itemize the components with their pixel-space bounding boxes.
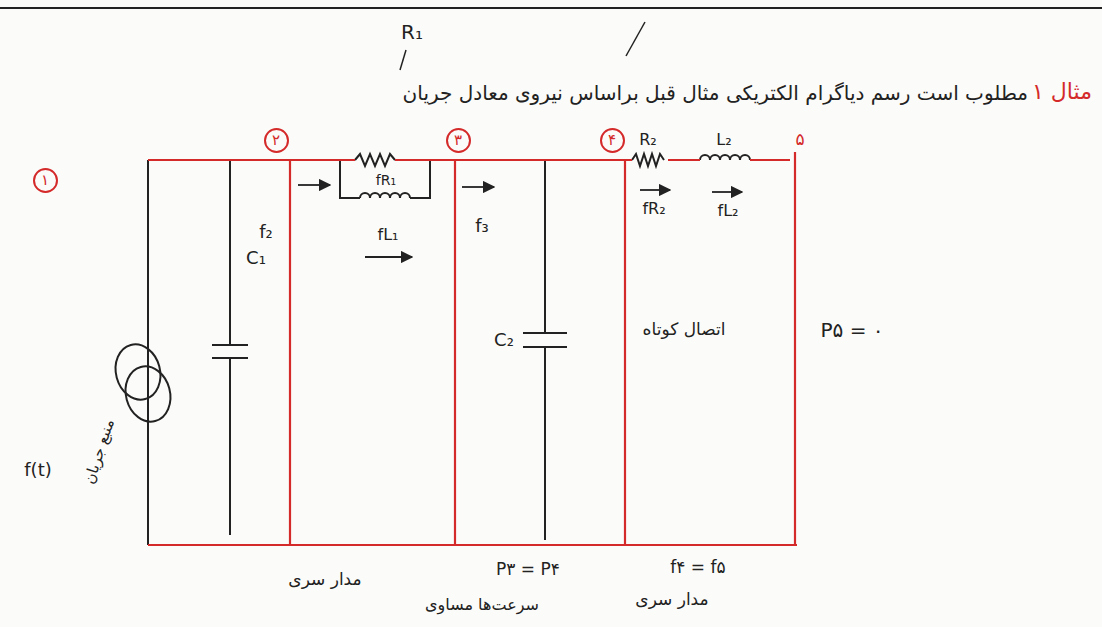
node-number: ۵ bbox=[795, 130, 804, 150]
vector-arrow bbox=[712, 191, 742, 193]
resistor-symbol bbox=[355, 154, 395, 166]
equation: P۵ = ۰ bbox=[820, 319, 883, 342]
callout-number: ۲ bbox=[264, 128, 289, 153]
flow-arrow bbox=[365, 256, 412, 258]
callout-text: ۲ bbox=[272, 133, 280, 148]
resistor-symbol bbox=[632, 154, 664, 166]
node-line bbox=[290, 152, 795, 545]
note: مدار سری bbox=[635, 590, 708, 610]
equation: P۳ = P۴ bbox=[496, 560, 560, 580]
callout-number: ۱ bbox=[33, 168, 58, 193]
callout-number: ۴ bbox=[600, 128, 625, 153]
inductor-symbol bbox=[360, 193, 410, 198]
vector-arrow bbox=[640, 189, 670, 191]
force-label: f₂ bbox=[259, 222, 273, 243]
part-name: L₂ bbox=[716, 131, 731, 149]
callout-number: ۳ bbox=[446, 128, 471, 153]
flow-arrows bbox=[298, 185, 742, 257]
note: مدار سری bbox=[288, 570, 361, 590]
callout-text: ۱ bbox=[41, 173, 49, 188]
leader-line bbox=[400, 50, 406, 70]
wire bbox=[147, 160, 149, 545]
force-label: fL₁ bbox=[378, 226, 399, 244]
equation: f۴ = f۵ bbox=[670, 558, 725, 578]
inductor-symbol bbox=[700, 155, 750, 160]
flow-arrow bbox=[462, 186, 494, 188]
red-overlay bbox=[148, 152, 797, 545]
bottom-wire bbox=[148, 544, 797, 546]
source-name: f(t) bbox=[24, 460, 51, 481]
page-top-line bbox=[0, 7, 1102, 9]
part-name: R₁ bbox=[401, 21, 423, 44]
part-name: R₂ bbox=[639, 131, 657, 149]
pen-stroke bbox=[626, 22, 645, 56]
callout-text: ۳ bbox=[454, 133, 462, 148]
flow-arrow bbox=[298, 184, 330, 186]
force-label: fL₂ bbox=[718, 202, 739, 220]
force-label: f₃ bbox=[475, 216, 489, 237]
capacitor-symbol bbox=[523, 160, 567, 540]
black-wires bbox=[110, 154, 750, 545]
note: سرعت‌ها مساوی bbox=[425, 596, 539, 614]
example-number: مثال ۱ bbox=[1032, 79, 1092, 104]
top-wire bbox=[148, 159, 790, 161]
part-name: C₁ bbox=[246, 248, 266, 269]
part-name: C₂ bbox=[494, 330, 514, 351]
force-label: fR₂ bbox=[642, 200, 665, 218]
note: اتصال کوتاه bbox=[643, 320, 726, 340]
capacitor-symbol bbox=[212, 160, 248, 535]
heading: مطلوب است رسم دیاگرام الکتریکی مثال قبل … bbox=[403, 82, 1028, 105]
callout-text: ۴ bbox=[608, 133, 616, 148]
force-label: fR₁ bbox=[376, 172, 396, 188]
note: منبع جریان bbox=[81, 417, 118, 486]
current-source-symbol bbox=[120, 361, 177, 426]
